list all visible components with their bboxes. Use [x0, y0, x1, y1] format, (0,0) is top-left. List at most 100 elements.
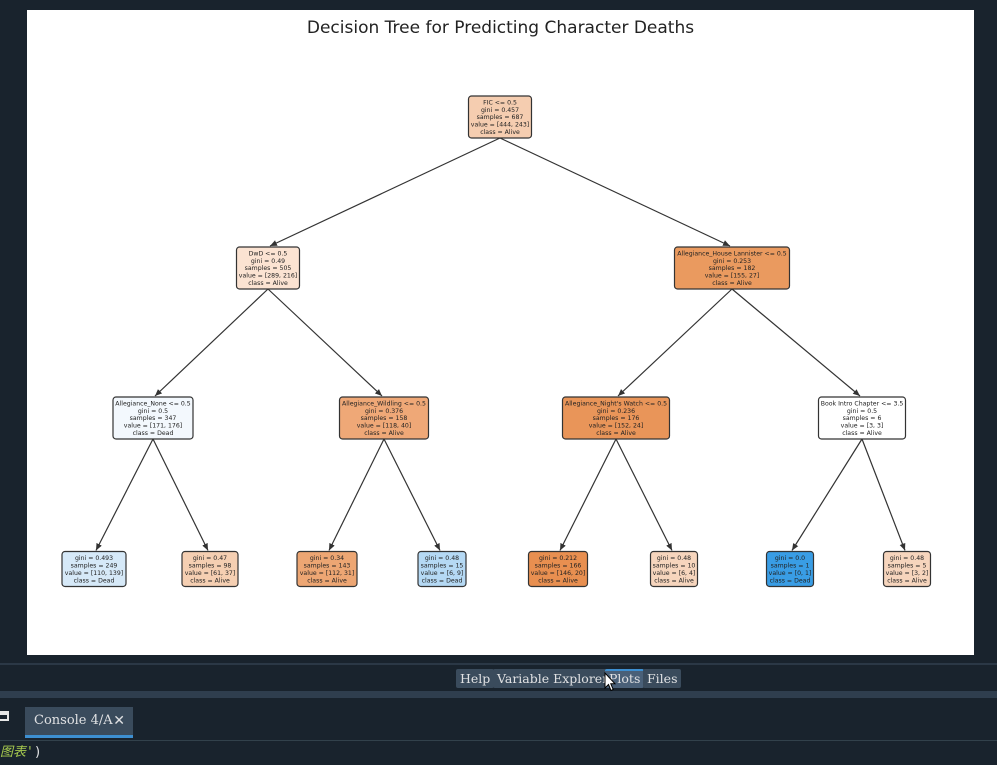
plot-canvas: Decision Tree for Predicting Character D… — [27, 10, 974, 655]
tree-node-text: class = Alive — [480, 129, 520, 136]
tree-node-text: DwD <= 0.5 — [249, 250, 288, 257]
panel-divider[interactable] — [0, 691, 997, 698]
console-header: Console 4/A ✕ — [0, 698, 997, 740]
console-tab[interactable]: Console 4/A ✕ — [25, 707, 133, 738]
tree-node-text: gini = 0.253 — [713, 258, 751, 265]
tree-node-box — [527, 550, 589, 588]
tree-edge — [861, 438, 906, 551]
tree-node-text: gini = 0.34 — [310, 555, 344, 562]
tree-node-text: class = Alive — [712, 280, 752, 287]
tree-node-text: value = [3, 3] — [841, 423, 884, 430]
tree-node-text: value = [6, 9] — [421, 570, 464, 577]
tree-node-text: samples = 182 — [709, 265, 756, 272]
tree-edge — [154, 288, 269, 397]
tree-node-box — [649, 550, 699, 588]
tree-node-text: gini = 0.48 — [890, 555, 924, 562]
tree-node-text: gini = 0.0 — [775, 555, 805, 562]
console-tab-label: Console 4/A — [34, 713, 113, 728]
tree-node-text: samples = 5 — [888, 563, 927, 570]
close-icon[interactable]: ✕ — [113, 713, 125, 729]
tree-edge — [499, 137, 731, 247]
console-input-line[interactable]: 图表') — [0, 740, 997, 765]
tree-node-text: samples = 1 — [771, 563, 810, 570]
tree-node-text: value = [110, 139] — [65, 570, 123, 577]
tree-node-text: samples = 158 — [361, 415, 408, 422]
tree-node-text: gini = 0.493 — [75, 555, 113, 562]
pane-tabbar: Help Variable Explorer Plots Files — [0, 665, 997, 691]
tree-node-text: samples = 143 — [304, 563, 351, 570]
tree-node-text: class = Alive — [190, 577, 230, 584]
tree-edge — [267, 288, 383, 397]
tree-node-box — [296, 550, 358, 588]
tree-node-text: gini = 0.5 — [847, 408, 877, 415]
tree-node-box — [112, 396, 194, 440]
tree-node-text: class = Alive — [887, 577, 927, 584]
window-icon[interactable] — [0, 711, 9, 721]
tree-node-text: gini = 0.236 — [597, 408, 635, 415]
tree-node-text: value = [146, 20] — [531, 570, 585, 577]
tree-edge — [152, 438, 209, 551]
tree-node-text: value = [3, 2] — [886, 570, 929, 577]
tree-node-box — [673, 246, 791, 290]
tree-node-box — [467, 95, 533, 139]
tree-edge — [791, 438, 863, 551]
tab-help[interactable]: Help — [456, 669, 495, 688]
tree-node-text: value = [0, 1] — [769, 570, 812, 577]
tree-node-text: samples = 347 — [130, 415, 177, 422]
tree-node-text: value = [112, 31] — [300, 570, 354, 577]
tree-node-text: samples = 176 — [593, 415, 640, 422]
tree-node-box — [181, 550, 239, 588]
tree-node-text: Allegiance_Night's Watch <= 0.5 — [565, 400, 667, 407]
tree-node-text: class = Dead — [74, 577, 115, 584]
tree-node-box — [765, 550, 815, 588]
tree-node-text: value = [118, 40] — [357, 423, 411, 430]
tab-variable-explorer[interactable]: Variable Explorer — [493, 669, 613, 688]
tree-node-text: value = [171, 176] — [124, 423, 182, 430]
tree-edge — [617, 288, 733, 397]
mouse-pointer-icon — [604, 672, 616, 692]
tree-node-text: samples = 166 — [535, 563, 582, 570]
console-string-text: 图表' — [0, 745, 34, 760]
tree-edge — [731, 288, 861, 397]
tree-edge — [559, 438, 617, 551]
tree-node-text: Book Intro Chapter <= 3.5 — [821, 400, 904, 407]
tree-node-text: value = [444, 243] — [471, 122, 529, 129]
tree-node-text: class = Dead — [133, 430, 174, 437]
tree-node-box — [338, 396, 430, 440]
tree-node-text: Allegiance_Wildling <= 0.5 — [342, 400, 426, 407]
tree-node-text: gini = 0.5 — [138, 408, 168, 415]
tree-edge — [615, 438, 673, 551]
tree-node-text: class = Alive — [654, 577, 694, 584]
pane-separator — [0, 663, 997, 665]
tree-node-text: class = Alive — [364, 430, 404, 437]
tab-files[interactable]: Files — [643, 669, 682, 688]
tree-node-text: gini = 0.457 — [481, 107, 519, 114]
tree-node-text: samples = 6 — [843, 415, 882, 422]
tree-node-text: value = [155, 27] — [705, 273, 759, 280]
tree-node-text: samples = 15 — [421, 563, 464, 570]
tree-node-text: class = Alive — [538, 577, 578, 584]
tree-edge — [328, 438, 385, 551]
tree-node-text: class = Dead — [770, 577, 811, 584]
tree-node-text: gini = 0.212 — [539, 555, 577, 562]
console-paren-text: ) — [33, 745, 42, 760]
tree-node-text: value = [289, 216] — [239, 273, 297, 280]
tree-edge — [383, 438, 441, 551]
tree-node-box — [235, 246, 301, 290]
tree-node-text: samples = 687 — [477, 114, 524, 121]
tree-node-text: class = Alive — [596, 430, 636, 437]
tree-node-box — [882, 550, 932, 588]
